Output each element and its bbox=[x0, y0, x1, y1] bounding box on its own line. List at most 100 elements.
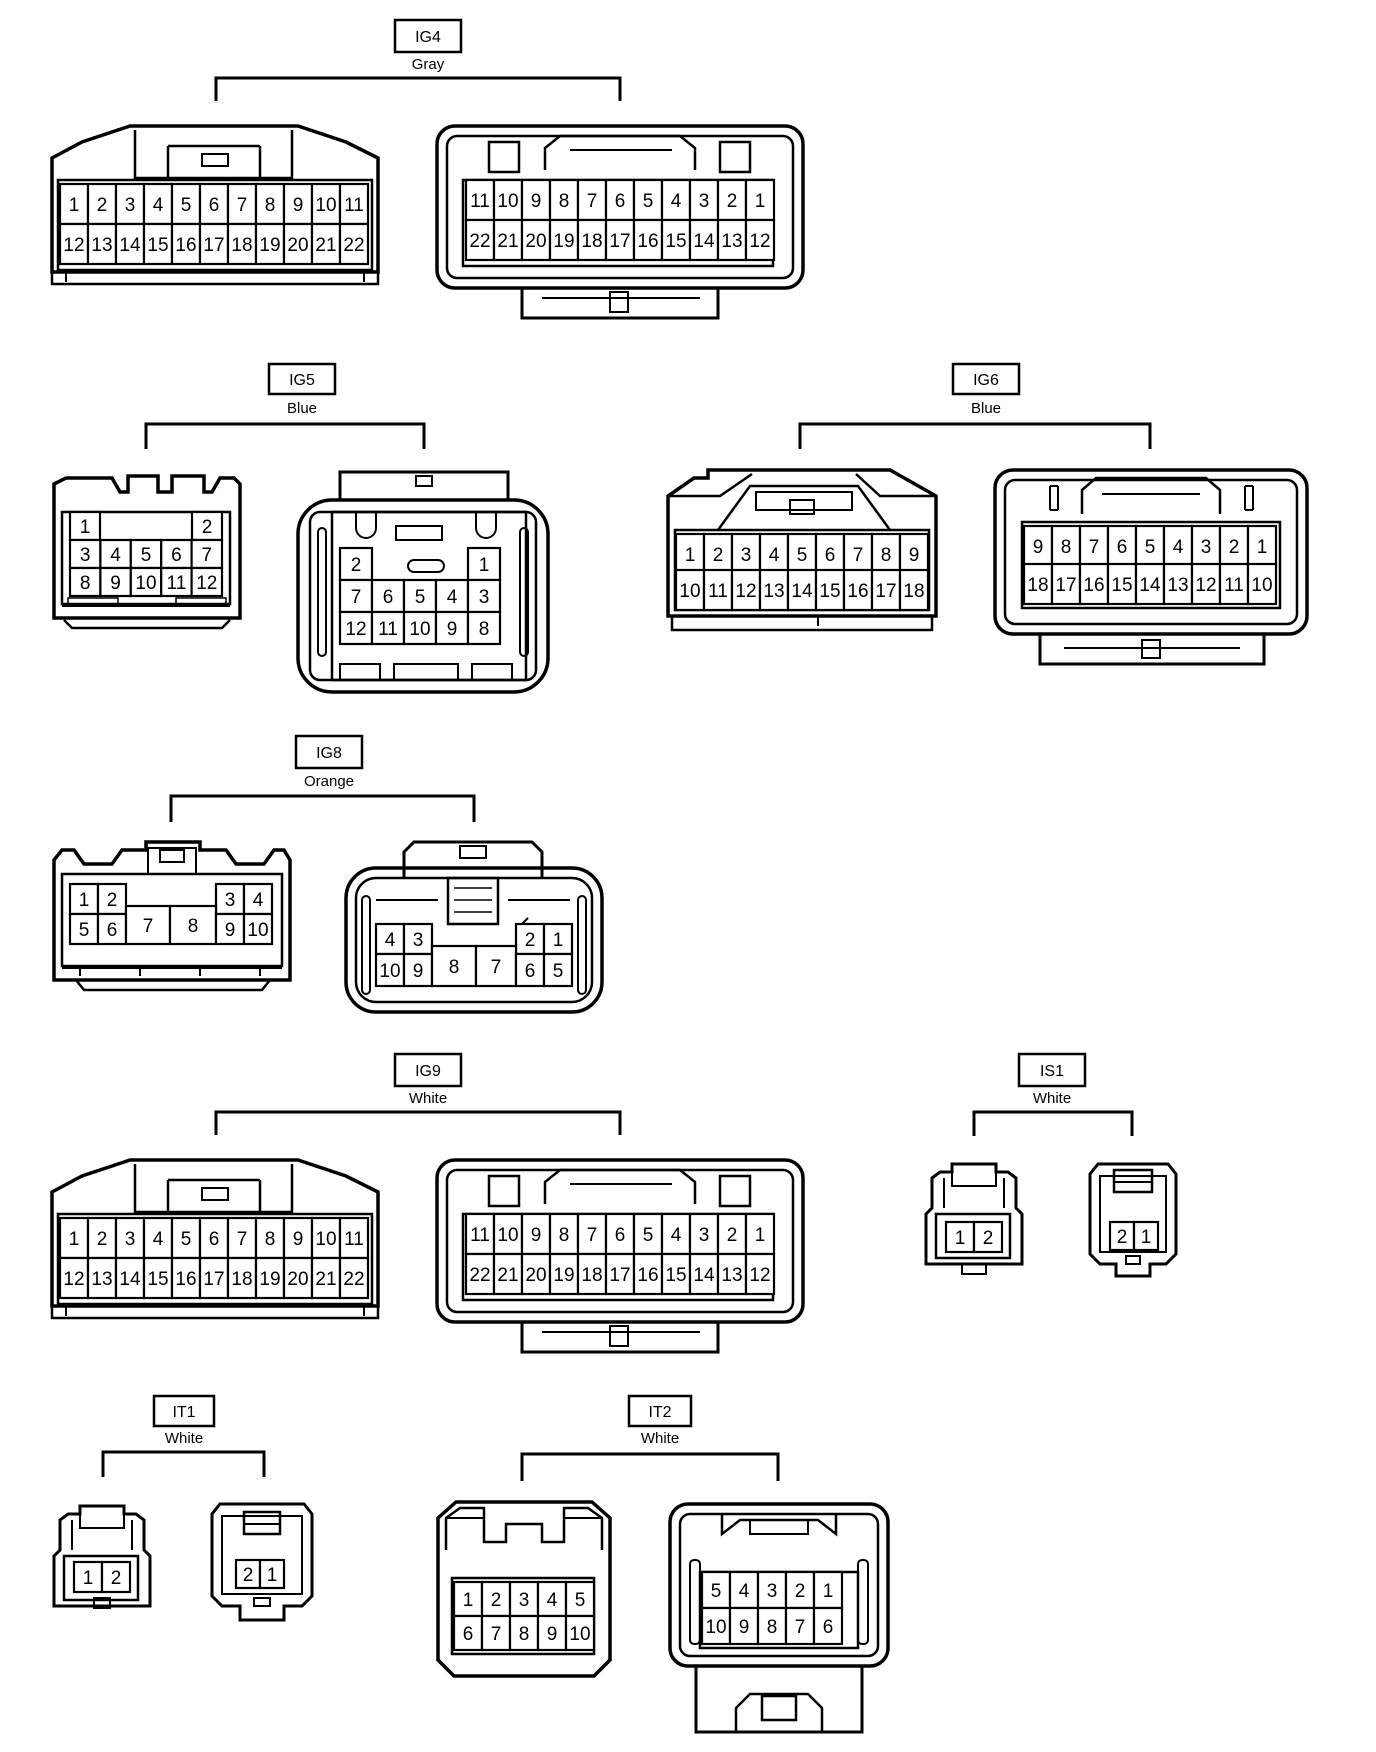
pin-label: 12 bbox=[735, 581, 756, 602]
pin-label: 11 bbox=[167, 573, 187, 594]
pin-label: 10 bbox=[135, 573, 156, 594]
ig5-left-pin: 12 bbox=[190, 566, 224, 598]
ig6-right-pin: 17 bbox=[1050, 562, 1082, 606]
ig6-right-pin: 1 bbox=[1246, 524, 1278, 568]
pin-label: 3 bbox=[699, 191, 710, 212]
ig9-left-pin: 8 bbox=[254, 1216, 286, 1260]
ig4-left-pin: 16 bbox=[170, 222, 202, 266]
ig4-left-pin: 4 bbox=[142, 182, 174, 226]
pin-label: 3 bbox=[767, 1581, 778, 1602]
connector-bracket bbox=[520, 1452, 780, 1481]
pin-label: 2 bbox=[727, 1225, 738, 1246]
ig9-right-pin: 1 bbox=[744, 1212, 776, 1256]
pin-label: 22 bbox=[469, 1265, 490, 1286]
pin-label: 4 bbox=[385, 930, 396, 951]
ig5-right-pin: 8 bbox=[466, 610, 502, 646]
pin-label: 1 bbox=[267, 1565, 278, 1586]
pin-label: 1 bbox=[79, 890, 90, 911]
ig4-right-pin: 8 bbox=[548, 178, 580, 222]
pin-label: 1 bbox=[69, 1229, 80, 1250]
ig9-right-pin: 15 bbox=[660, 1252, 692, 1296]
it2-left-pin: 2 bbox=[480, 1580, 512, 1618]
ig9-right-pin: 2 bbox=[716, 1212, 748, 1256]
pin-label: 1 bbox=[955, 1228, 966, 1249]
ig6-left-pin: 3 bbox=[730, 532, 762, 576]
pin-label: 1 bbox=[553, 930, 564, 951]
pin-label: 4 bbox=[153, 1229, 164, 1250]
pin-label: 8 bbox=[265, 1229, 276, 1250]
pin-label: 7 bbox=[491, 957, 502, 978]
it2-left-pin: 1 bbox=[452, 1580, 484, 1618]
pin-label: 1 bbox=[685, 545, 696, 566]
ig4-right-pin: 13 bbox=[716, 218, 748, 262]
pin-label: 10 bbox=[379, 961, 400, 982]
pin-label: 3 bbox=[225, 890, 236, 911]
ig5-right-pin: 12 bbox=[338, 610, 374, 646]
connector-ig9-female-view bbox=[50, 1158, 380, 1320]
ig8-left-pin: 4 bbox=[242, 882, 274, 916]
ig6-left-pin: 9 bbox=[898, 532, 930, 576]
connector-code: IG6 bbox=[973, 372, 999, 389]
connector-ig5: IG5 Blue bbox=[52, 362, 550, 694]
ig4-right-pin: 17 bbox=[604, 218, 636, 262]
pin-label: 6 bbox=[1117, 537, 1128, 558]
pin-label: 22 bbox=[469, 231, 490, 252]
connector-color: White bbox=[409, 1090, 447, 1107]
pin-label: 8 bbox=[767, 1617, 778, 1638]
ig5-right-pin: 2 bbox=[338, 546, 374, 582]
pin-label: 14 bbox=[119, 1269, 141, 1290]
ig4-left-pin: 13 bbox=[86, 222, 118, 266]
pin-label: 22 bbox=[343, 235, 364, 256]
pin-label: 7 bbox=[143, 916, 154, 937]
connector-color: Orange bbox=[304, 773, 354, 790]
pin-label: 16 bbox=[175, 235, 196, 256]
ig9-left-pin: 6 bbox=[198, 1216, 230, 1260]
ig6-right-pin: 18 bbox=[1022, 562, 1054, 606]
ig9-right-pin: 10 bbox=[492, 1212, 524, 1256]
ig5-left-pin: 2 bbox=[190, 510, 224, 542]
pin-label: 1 bbox=[755, 191, 766, 212]
pin-label: 6 bbox=[823, 1617, 834, 1638]
pin-label: 11 bbox=[344, 1229, 364, 1250]
it2-right-pin: 4 bbox=[728, 1570, 760, 1610]
ig4-right-pin: 1 bbox=[744, 178, 776, 222]
pin-label: 12 bbox=[1195, 575, 1216, 596]
pin-label: 8 bbox=[519, 1624, 530, 1645]
pin-label: 5 bbox=[711, 1581, 722, 1602]
pin-label: 16 bbox=[637, 1265, 658, 1286]
it2-right-pin: 5 bbox=[700, 1570, 732, 1610]
ig5-right-pin: 9 bbox=[434, 610, 470, 646]
ig6-left-pin: 14 bbox=[786, 568, 818, 612]
pin-label: 21 bbox=[315, 235, 336, 256]
pin-label: 12 bbox=[749, 1265, 770, 1286]
ig8-right-pin: 3 bbox=[402, 922, 434, 956]
ig4-left-pin: 14 bbox=[114, 222, 146, 266]
pin-label: 4 bbox=[671, 1225, 682, 1246]
it2-left-pin: 9 bbox=[536, 1614, 568, 1652]
ig8-left-pin: 6 bbox=[96, 912, 128, 946]
pin-label: 10 bbox=[409, 619, 430, 640]
connector-bracket bbox=[101, 1450, 266, 1477]
pin-label: 7 bbox=[795, 1617, 806, 1638]
connector-bracket bbox=[214, 76, 622, 101]
pin-label: 5 bbox=[575, 1590, 586, 1611]
ig6-right-pin: 8 bbox=[1050, 524, 1082, 568]
pin-label: 8 bbox=[559, 191, 570, 212]
ig9-left-pin: 19 bbox=[254, 1256, 286, 1300]
ig9-right-pin: 12 bbox=[744, 1252, 776, 1296]
ig5-left-pin: 9 bbox=[99, 566, 132, 598]
ig4-left-pin: 19 bbox=[254, 222, 286, 266]
pin-label: 14 bbox=[693, 231, 715, 252]
pin-label: 4 bbox=[769, 545, 780, 566]
pin-label: 6 bbox=[825, 545, 836, 566]
ig4-left-pin: 3 bbox=[114, 182, 146, 226]
ig6-left-pin: 2 bbox=[702, 532, 734, 576]
ig6-right-pin: 6 bbox=[1106, 524, 1138, 568]
pin-label: 3 bbox=[699, 1225, 710, 1246]
pin-label: 17 bbox=[203, 235, 224, 256]
ig8-right-pin: 4 bbox=[374, 922, 406, 956]
ig6-left-pin: 8 bbox=[870, 532, 902, 576]
pin-label: 18 bbox=[581, 231, 602, 252]
connector-it1: IT1 White bbox=[52, 1394, 314, 1622]
pin-label: 2 bbox=[1117, 1227, 1128, 1248]
